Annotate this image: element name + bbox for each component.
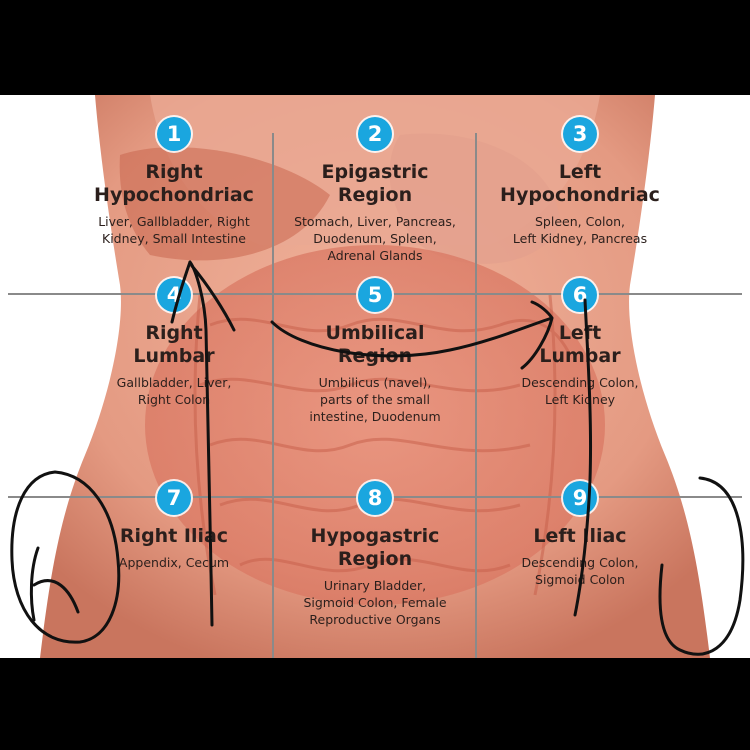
region-9-left-iliac: 9 Left Iliac Descending Colon, Sigmoid C… — [480, 481, 680, 588]
region-organs: Liver, Gallbladder, Right Kidney, Small … — [98, 214, 250, 246]
region-number-badge: 8 — [358, 481, 392, 515]
region-4-right-lumbar: 4 Right Lumbar Gallbladder, Liver, Right… — [74, 278, 274, 408]
region-title: Hypogastric Region — [310, 525, 440, 570]
region-organs: Descending Colon, Left Kidney — [521, 375, 639, 407]
region-title: Right Iliac — [119, 525, 229, 547]
region-1-right-hypochondriac: 1 Right Hypochondriac Liver, Gallbladder… — [74, 117, 274, 247]
region-5-umbilical: 5 Umbilical Region Umbilicus (navel), pa… — [275, 278, 475, 425]
region-title: Left Iliac — [533, 525, 627, 547]
region-organs: Urinary Bladder, Sigmoid Colon, Female R… — [303, 578, 447, 627]
region-organs: Umbilicus (navel), parts of the small in… — [309, 375, 441, 424]
region-number-badge: 3 — [563, 117, 597, 151]
region-number-badge: 9 — [563, 481, 597, 515]
region-organs: Appendix, Cecum — [118, 555, 230, 570]
region-number-badge: 5 — [358, 278, 392, 312]
region-title: Epigastric Region — [321, 161, 429, 206]
region-title: Left Hypochondriac — [500, 161, 660, 206]
region-8-hypogastric: 8 Hypogastric Region Urinary Bladder, Si… — [275, 481, 475, 628]
region-organs: Descending Colon, Sigmoid Colon — [521, 555, 639, 587]
region-7-right-iliac: 7 Right Iliac Appendix, Cecum — [74, 481, 274, 571]
region-title: Right Hypochondriac — [94, 161, 254, 206]
region-organs: Gallbladder, Liver, Right Colon — [116, 375, 232, 407]
region-number-badge: 1 — [157, 117, 191, 151]
region-organs: Spleen, Colon, Left Kidney, Pancreas — [512, 214, 648, 246]
liver-shape — [119, 147, 330, 261]
region-title: Umbilical Region — [325, 322, 425, 367]
region-number-badge: 7 — [157, 481, 191, 515]
abdominal-regions-figure: 1 Right Hypochondriac Liver, Gallbladder… — [0, 95, 750, 658]
region-3-left-hypochondriac: 3 Left Hypochondriac Spleen, Colon, Left… — [480, 117, 680, 247]
region-organs: Stomach, Liver, Pancreas, Duodenum, Sple… — [294, 214, 456, 263]
region-title: Right Lumbar — [133, 322, 215, 367]
region-number-badge: 2 — [358, 117, 392, 151]
region-number-badge: 6 — [563, 278, 597, 312]
region-2-epigastric: 2 Epigastric Region Stomach, Liver, Panc… — [275, 117, 475, 264]
region-number-badge: 4 — [157, 278, 191, 312]
region-title: Left Lumbar — [539, 322, 621, 367]
stomach-shape — [389, 133, 560, 264]
region-6-left-lumbar: 6 Left Lumbar Descending Colon, Left Kid… — [480, 278, 680, 408]
